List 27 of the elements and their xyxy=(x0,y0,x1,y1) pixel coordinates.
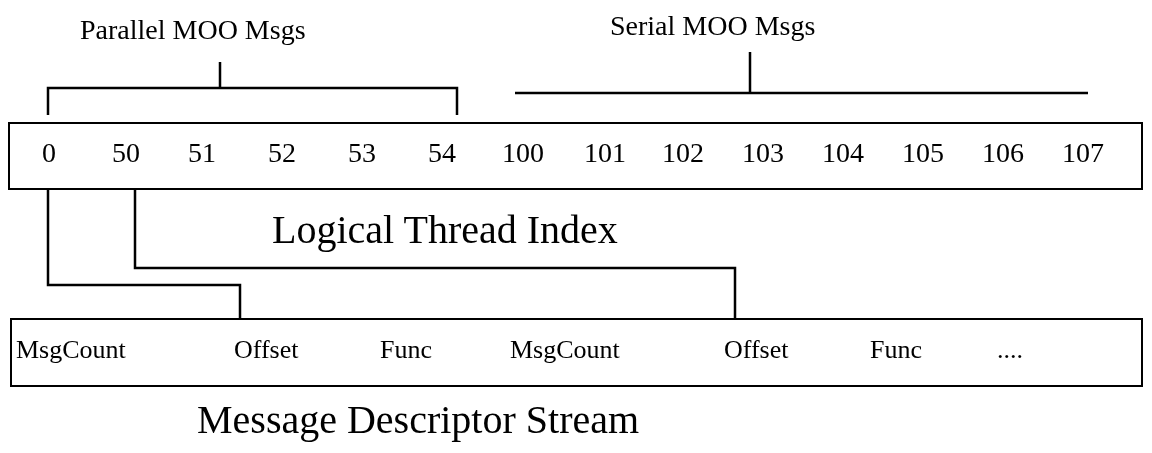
cell-label: .... xyxy=(997,335,1023,365)
connector-line xyxy=(133,190,737,318)
cell-label: 107 xyxy=(1062,137,1104,169)
cell-label: 50 xyxy=(112,137,140,169)
cell-label: MsgCount xyxy=(510,335,620,365)
cell-label: 104 xyxy=(822,137,864,169)
cell-label: 103 xyxy=(742,137,784,169)
cell-label: 102 xyxy=(662,137,704,169)
row-heading: Message Descriptor Stream xyxy=(197,396,640,443)
cell-label: 54 xyxy=(428,137,456,169)
row-heading: Logical Thread Index xyxy=(272,206,618,253)
cell-label: 101 xyxy=(584,137,626,169)
cell-label: 100 xyxy=(502,137,544,169)
cell-label: Func xyxy=(380,335,432,365)
cell-label: MsgCount xyxy=(16,335,126,365)
group-label: Serial MOO Msgs xyxy=(610,10,816,42)
cell-label: 51 xyxy=(188,137,216,169)
cell-label: 0 xyxy=(42,137,56,169)
cell-label: 53 xyxy=(348,137,376,169)
cell-label: Offset xyxy=(724,335,789,365)
connector-line xyxy=(46,190,242,318)
cell-label: 52 xyxy=(268,137,296,169)
cell-label: Offset xyxy=(234,335,299,365)
cell-label: 106 xyxy=(982,137,1024,169)
group-label: Parallel MOO Msgs xyxy=(80,14,306,46)
cell-label: 105 xyxy=(902,137,944,169)
cell-label: Func xyxy=(870,335,922,365)
